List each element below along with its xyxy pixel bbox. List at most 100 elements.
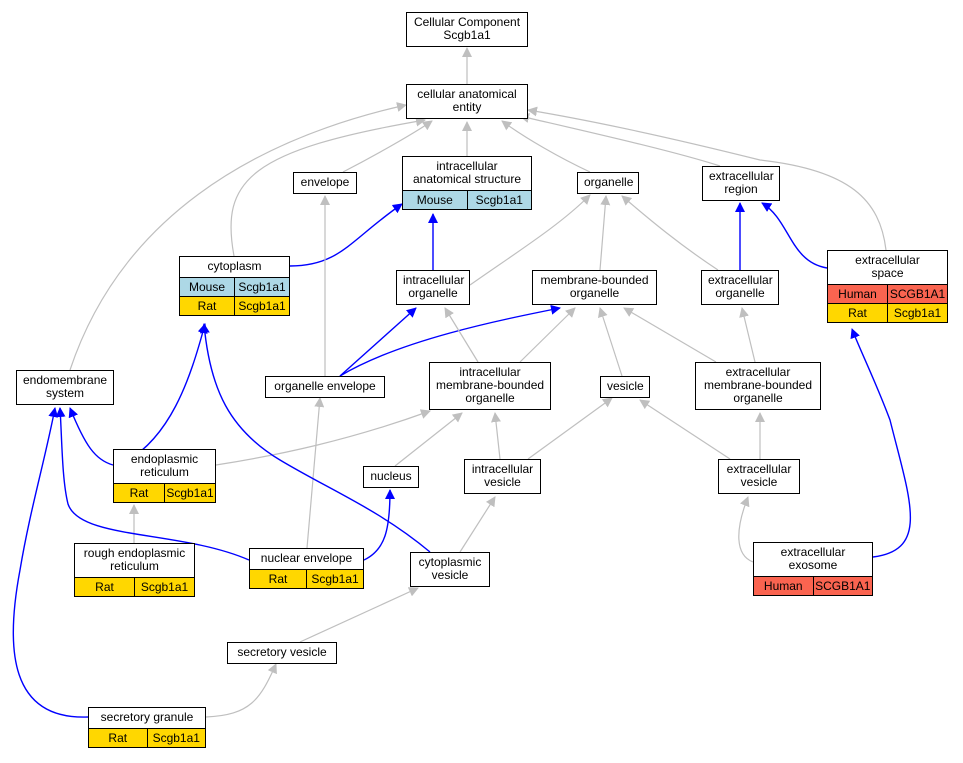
edge-cytoplasm-to-cellular-anatomical-entity — [230, 116, 426, 257]
node-intracellular-vesicle[interactable]: intracellular vesicle — [464, 459, 541, 494]
edge-nuclear-envelope-to-organelle-envelope — [306, 397, 325, 549]
edge-cytoplasm-to-intracellular-anatomical-structure — [289, 203, 403, 267]
node-intracellular-organelle[interactable]: intracellular organelle — [396, 270, 470, 305]
edge-extracellular-region-to-cellular-anatomical-entity — [519, 113, 721, 167]
node-vesicle[interactable]: vesicle — [600, 376, 650, 398]
node-title: cellular anatomical entity — [417, 87, 517, 114]
gene-cell: Scgb1a1 — [887, 304, 947, 322]
node-extracellular-region[interactable]: extracellular region — [702, 166, 780, 201]
edge-cytoplasmic-vesicle-to-intracellular-vesicle — [459, 496, 496, 553]
node-extracellular-organelle[interactable]: extracellular organelle — [701, 270, 779, 305]
species-cell: Mouse — [180, 278, 234, 296]
species-cell: Rat — [114, 484, 164, 502]
species-cell: Rat — [89, 729, 147, 747]
edge-extracellular-space-to-cellular-anatomical-entity — [527, 106, 887, 251]
edge-extracellular-vesicle-to-vesicle — [639, 399, 731, 460]
edge-intracellular-vesicle-to-intracellular-mb-organelle — [491, 412, 501, 460]
edge-extracellular-exosome-to-extracellular-space — [850, 328, 912, 558]
edge-extracellular-space-to-extracellular-region — [761, 202, 828, 269]
node-cellular-component[interactable]: Cellular Component Scgb1a1 — [406, 12, 528, 47]
edge-endomembrane-system-to-cellular-anatomical-entity — [69, 102, 407, 371]
node-title: extracellular space — [855, 253, 920, 280]
node-title: intracellular vesicle — [471, 462, 534, 489]
species-cell: Rat — [828, 304, 887, 322]
edge-cytoplasmic-vesicle-to-cytoplasm — [199, 323, 431, 553]
edge-organelle-envelope-to-intracellular-organelle — [339, 307, 417, 377]
edge-vesicle-to-membrane-bounded-organelle — [598, 307, 623, 377]
node-title: organelle — [584, 175, 634, 189]
node-title: envelope — [300, 175, 350, 189]
node-intracellular-mb-organelle[interactable]: intracellular membrane-bounded organelle — [429, 362, 551, 410]
node-cytoplasmic-vesicle[interactable]: cytoplasmic vesicle — [410, 552, 490, 587]
edge-intracellular-vesicle-to-vesicle — [527, 397, 613, 460]
gene-cell: Scgb1a1 — [234, 278, 289, 296]
species-cell: Human — [828, 285, 887, 303]
edge-extracellular-mb-organelle-to-extracellular-organelle — [739, 307, 756, 363]
node-title: cytoplasm — [207, 259, 262, 273]
node-title: intracellular anatomical structure — [412, 159, 522, 186]
node-membrane-bounded-organelle[interactable]: membrane-bounded organelle — [532, 270, 657, 305]
node-title: extracellular organelle — [708, 273, 773, 300]
node-title: nucleus — [370, 469, 412, 483]
node-cellular-anatomical-entity[interactable]: cellular anatomical entity — [406, 84, 528, 119]
node-nucleus[interactable]: nucleus — [363, 466, 419, 488]
edge-organelle-envelope-to-membrane-bounded-organelle — [339, 304, 561, 377]
node-secretory-vesicle[interactable]: secretory vesicle — [227, 642, 337, 664]
edge-organelle-to-cellular-anatomical-entity — [501, 120, 591, 173]
node-title: cytoplasmic vesicle — [418, 555, 482, 582]
node-title: secretory granule — [100, 710, 194, 724]
species-cell: Mouse — [403, 191, 467, 209]
species-cell: Rat — [180, 297, 234, 315]
gene-cell: SCGB1A1 — [887, 285, 947, 303]
edge-extracellular-organelle-to-organelle — [621, 195, 719, 271]
gene-cell: SCGB1A1 — [812, 577, 872, 595]
species-cell: Human — [754, 577, 813, 595]
edge-intracellular-organelle-to-organelle — [469, 194, 591, 286]
node-endomembrane-system[interactable]: endomembrane system — [16, 370, 114, 405]
edge-endoplasmic-reticulum-to-endomembrane-system — [68, 407, 114, 466]
node-extracellular-mb-organelle[interactable]: extracellular membrane-bounded organelle — [695, 362, 821, 410]
gene-cell: Scgb1a1 — [146, 729, 205, 747]
edge-nucleus-to-intracellular-mb-organelle — [394, 412, 463, 467]
node-title: Cellular Component Scgb1a1 — [413, 15, 521, 42]
gene-cell: Scgb1a1 — [466, 191, 531, 209]
edge-endoplasmic-reticulum-to-cytoplasm — [119, 323, 208, 466]
node-organelle[interactable]: organelle — [577, 172, 639, 194]
node-title: extracellular membrane-bounded organelle — [703, 365, 813, 405]
gene-cell: Scgb1a1 — [234, 297, 289, 315]
node-envelope[interactable]: envelope — [293, 172, 357, 194]
edge-secretory-granule-to-endomembrane-system — [12, 407, 89, 718]
edge-intracellular-mb-organelle-to-intracellular-organelle — [444, 307, 479, 363]
node-title: membrane-bounded organelle — [540, 273, 649, 300]
node-title: extracellular vesicle — [726, 462, 792, 489]
species-cell: Rat — [250, 570, 306, 588]
node-organelle-envelope[interactable]: organelle envelope — [265, 376, 385, 398]
node-title: intracellular organelle — [403, 273, 465, 300]
edge-endoplasmic-reticulum-to-intracellular-mb-organelle — [215, 409, 431, 466]
node-extracellular-vesicle[interactable]: extracellular vesicle — [718, 459, 800, 494]
edge-extracellular-exosome-to-extracellular-vesicle — [738, 496, 754, 563]
gene-cell: Scgb1a1 — [164, 484, 215, 502]
edge-secretory-granule-to-secretory-vesicle — [205, 663, 277, 718]
node-title: secretory vesicle — [237, 645, 327, 659]
